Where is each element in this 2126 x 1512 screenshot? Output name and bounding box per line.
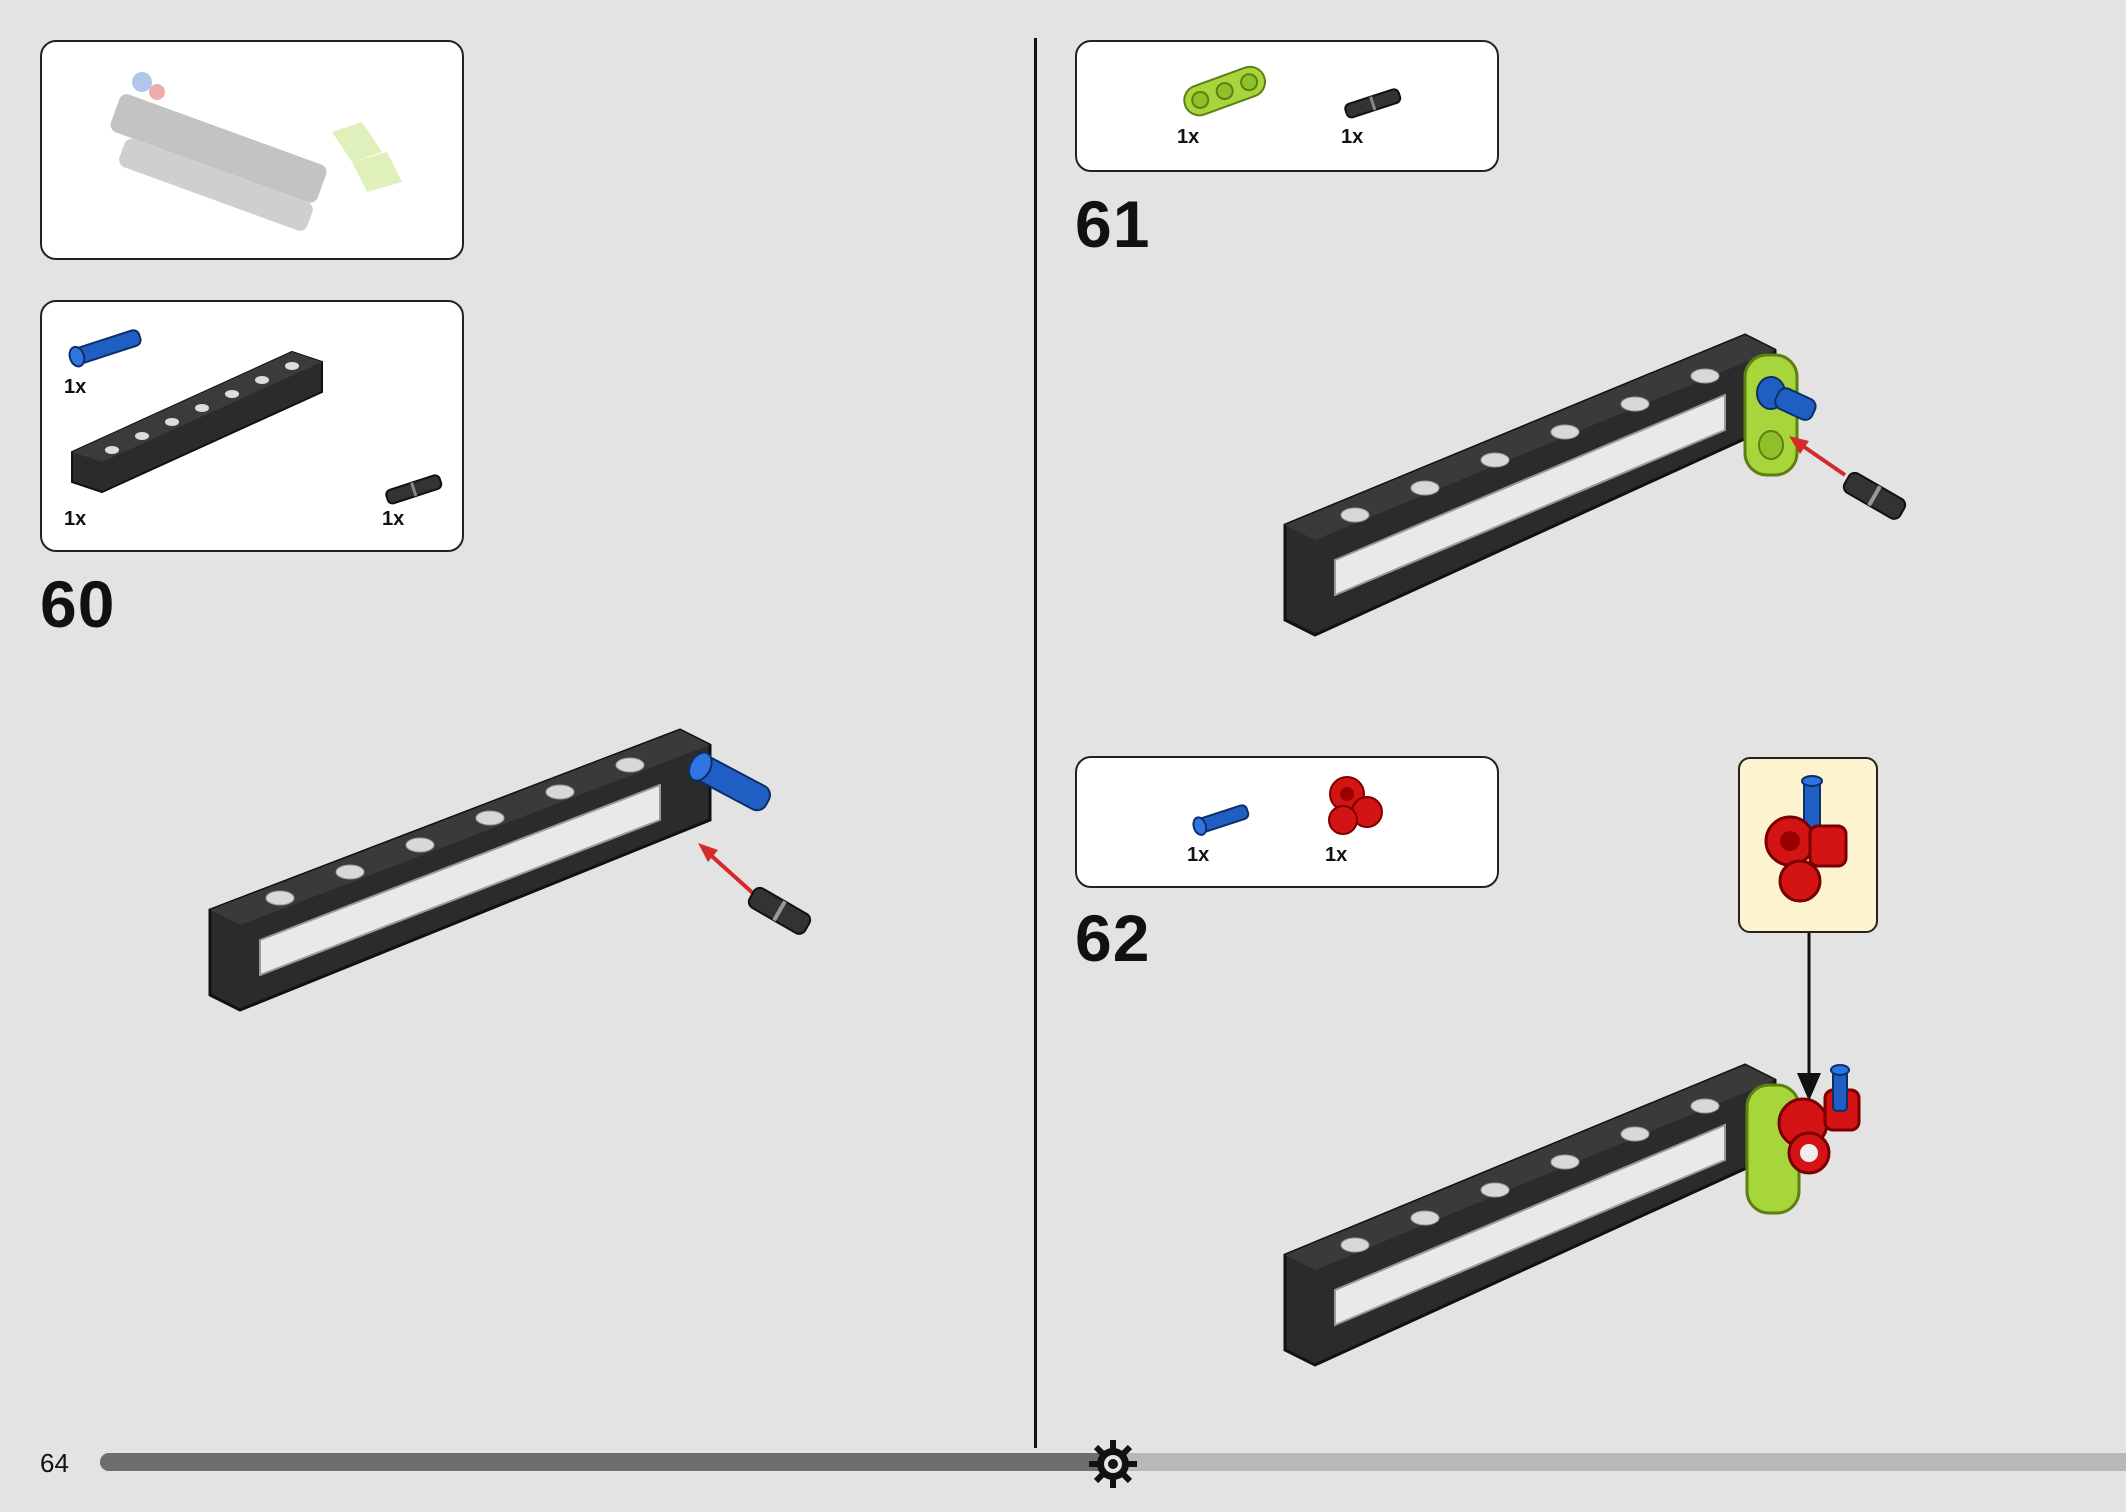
build-progress-fill	[100, 1453, 1113, 1471]
step-61-part-1-qty: 1x	[1177, 126, 1200, 148]
step-60-assembly	[208, 728, 812, 1012]
red-connector-icon	[1328, 776, 1383, 835]
black-friction-pin-icon	[385, 474, 443, 505]
step-62-parts-panel: 1x 1x	[1075, 756, 1499, 888]
model-overview-panel	[40, 40, 464, 260]
step-60-part-3-qty: 1x	[382, 508, 405, 530]
model-overview-image	[110, 72, 402, 231]
step-62-part-1-qty: 1x	[1187, 844, 1210, 866]
step-61-part-2-qty: 1x	[1341, 126, 1364, 148]
blue-axle-pin-icon	[1192, 804, 1250, 836]
step-62-number: 62	[1075, 901, 1151, 975]
step-60-parts-panel: 1x 1x 1x	[40, 300, 464, 552]
step-60-part-1-qty: 1x	[64, 376, 87, 398]
step-60-part-2-qty: 1x	[64, 508, 87, 530]
step-61-parts-panel: 1x 1x	[1075, 40, 1499, 172]
step-60-number: 60	[40, 567, 116, 641]
step-62-assembly	[1283, 1063, 1861, 1367]
blue-axle-pin-icon	[68, 329, 142, 368]
gear-icon	[1089, 1440, 1137, 1488]
lime-beam-3-icon	[1183, 65, 1267, 117]
black-friction-pin-icon	[1344, 88, 1402, 119]
step-62-callout	[1738, 757, 1878, 933]
page-number: 64	[40, 1448, 69, 1478]
black-frame-icon	[71, 350, 323, 494]
step-61-number: 61	[1075, 187, 1151, 261]
page-divider	[1034, 38, 1037, 1448]
red-connector-with-pin-icon	[1764, 775, 1848, 903]
step-61-assembly	[1283, 333, 1907, 637]
callout-arrow	[1797, 933, 1821, 1101]
step-62-part-2-qty: 1x	[1325, 844, 1348, 866]
